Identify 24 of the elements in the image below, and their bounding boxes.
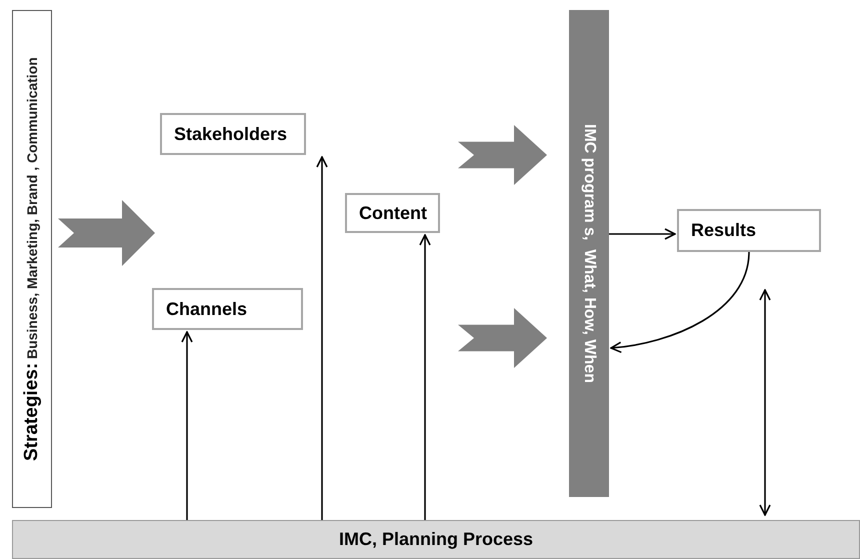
strategy-heading: Strategies: [20,362,43,462]
arrow [609,228,676,240]
text-box [152,288,303,330]
block-arrow [458,125,547,185]
block-arrow [58,200,155,266]
band-label: IMC, Planning Process [338,528,534,551]
strategy-list: Business, Marketing, Brand , Communication [22,56,43,359]
arrow [316,156,328,520]
box-label: Channels [166,298,248,320]
program-bar [569,10,609,497]
arrow [610,252,750,353]
arrow [419,234,431,520]
box-label: Content [359,202,427,224]
box-label: Stakeholders [174,122,288,146]
strategy-box [12,10,52,508]
arrow [181,331,193,520]
box-label: Results [691,219,756,242]
block-arrow [458,308,547,368]
arrow [759,289,771,516]
program-bar-label: IMC program s, What, How, When [580,124,599,383]
process-band [12,520,860,559]
text-box [160,113,306,155]
text-box [345,193,440,233]
text-box [677,209,821,252]
